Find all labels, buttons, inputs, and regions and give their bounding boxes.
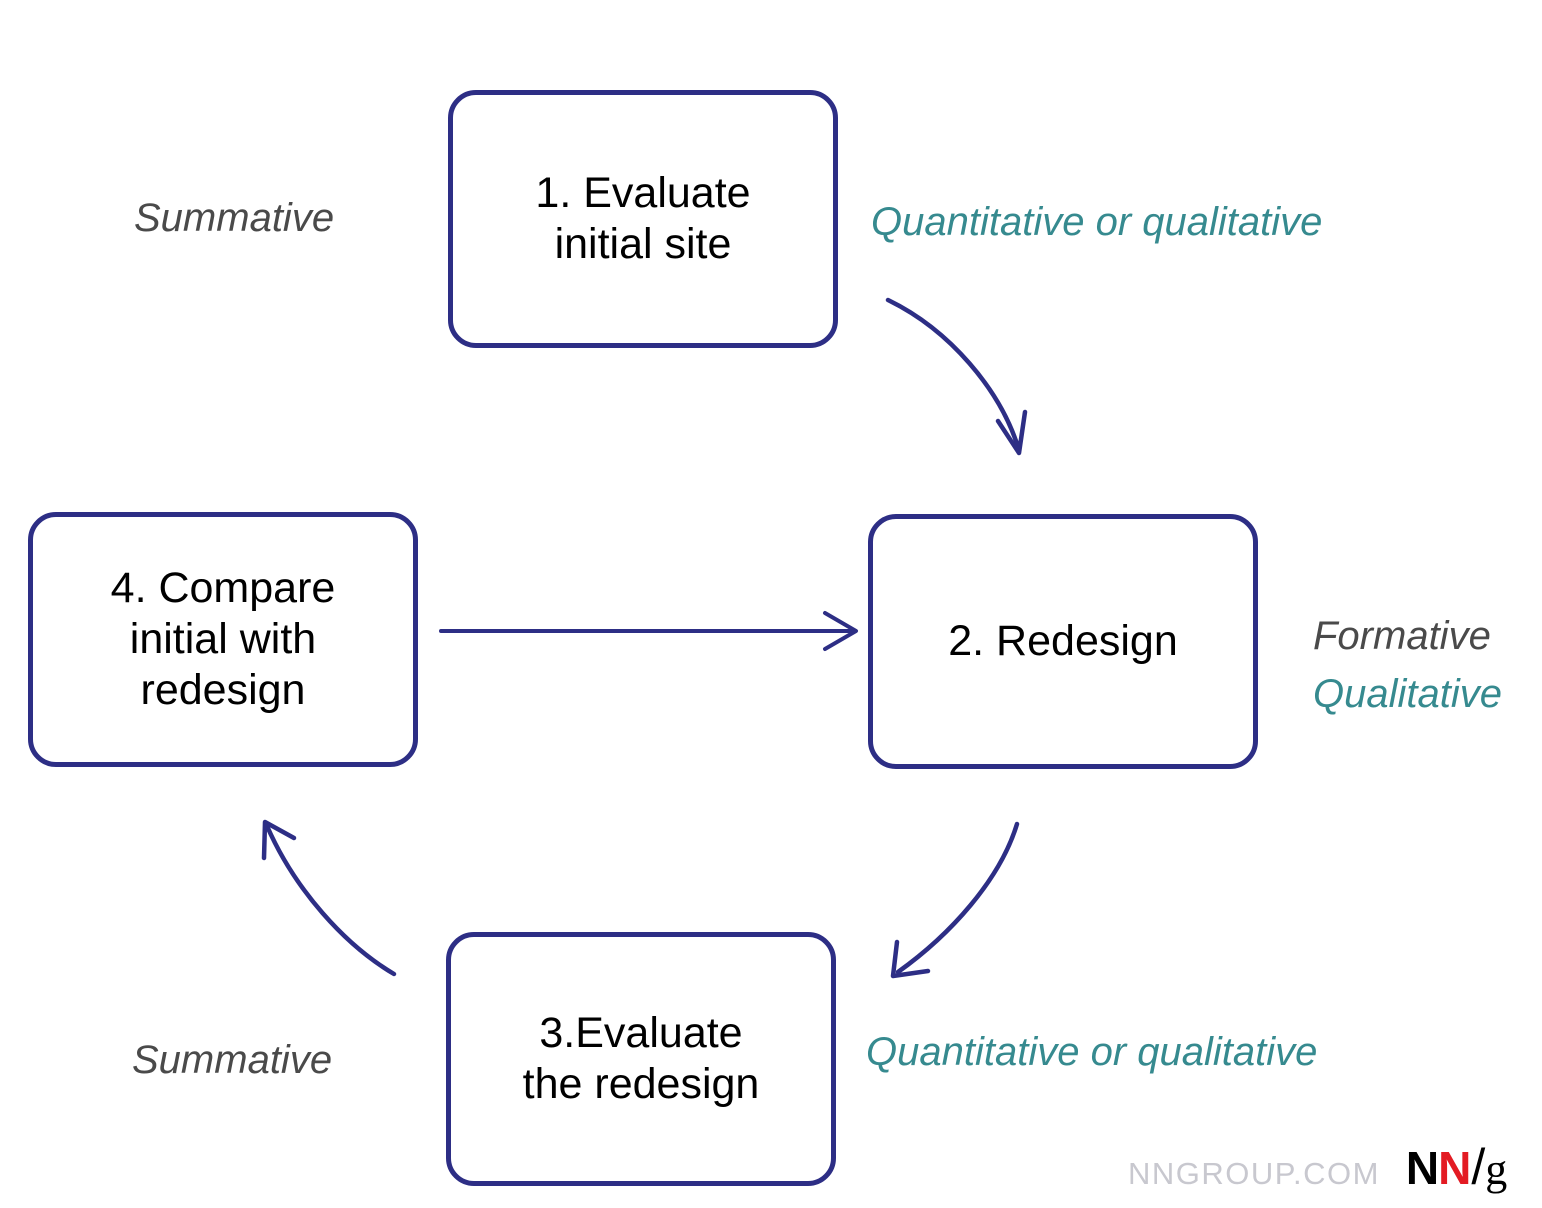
annotation-formative: Formative (1313, 614, 1491, 658)
footer-branding: NNGROUP.COM NN/g (1128, 1139, 1507, 1195)
node-step-2[interactable]: 2. Redesign (868, 514, 1258, 769)
node-step-1-label: 1. Evaluate initial site (535, 169, 751, 268)
node-step-3[interactable]: 3.Evaluate the redesign (446, 932, 836, 1186)
node-step-4-label: 4. Compare initial with redesign (110, 564, 336, 714)
logo-letter-g: g (1485, 1145, 1507, 1194)
node-step-1[interactable]: 1. Evaluate initial site (448, 90, 838, 348)
site-url-text: NNGROUP.COM (1128, 1156, 1380, 1191)
arrow-step2-to-step3 (890, 821, 1020, 979)
arrow-step3-to-step4 (261, 819, 397, 977)
arrow-step4-to-step2 (439, 611, 858, 651)
logo-slash: / (1471, 1139, 1485, 1195)
logo-letter-n2: N (1438, 1142, 1471, 1194)
nng-logo: NN/g (1405, 1139, 1507, 1195)
logo-letter-n1: N (1405, 1142, 1439, 1194)
annotation-quantitative-top: Quantitative or qualitative (871, 200, 1323, 244)
annotation-summative-top: Summative (134, 196, 335, 240)
node-step-4[interactable]: 4. Compare initial with redesign (28, 512, 418, 767)
arrow-step1-to-step2 (885, 297, 1028, 456)
annotation-quantitative-bottom: Quantitative or qualitative (866, 1030, 1318, 1074)
node-step-2-label: 2. Redesign (948, 617, 1178, 666)
annotation-qualitative: Qualitative (1313, 672, 1502, 716)
annotation-summative-bottom: Summative (132, 1038, 333, 1082)
node-step-3-label: 3.Evaluate the redesign (522, 1009, 760, 1108)
